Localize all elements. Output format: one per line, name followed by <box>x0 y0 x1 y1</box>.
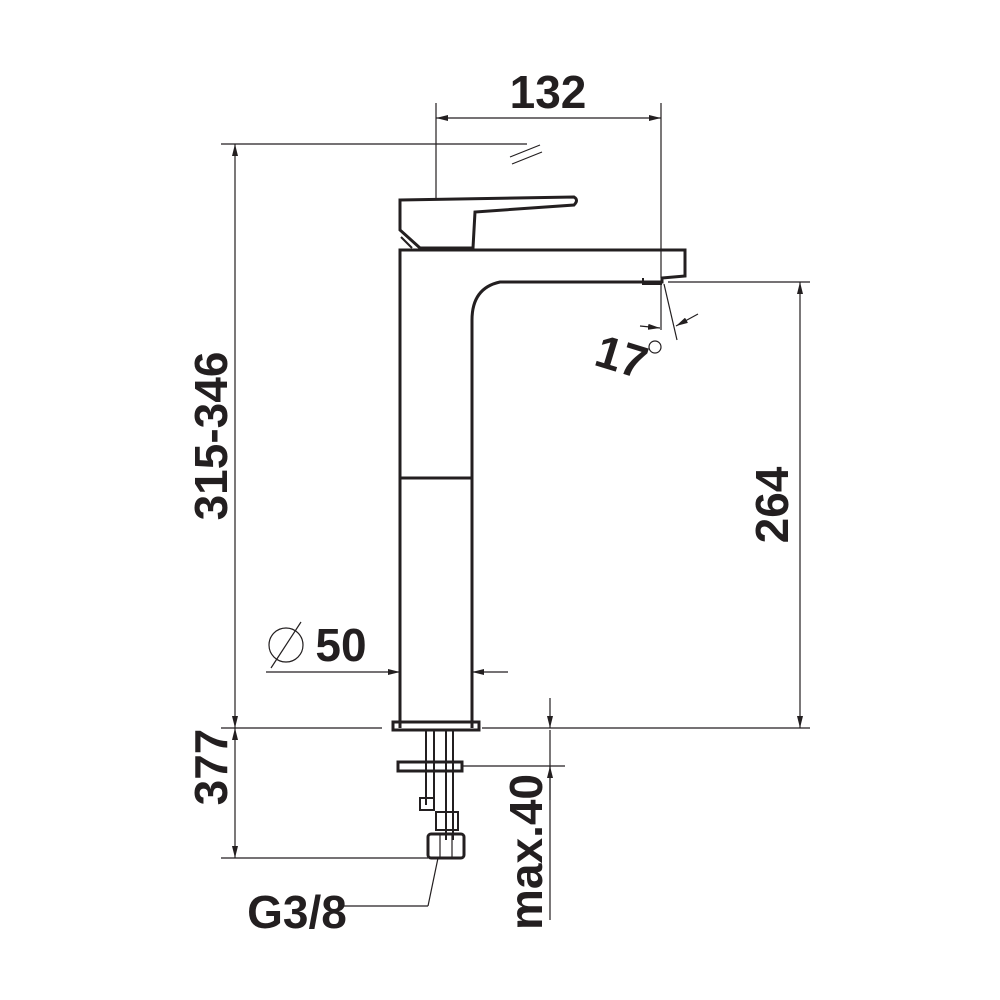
label-spout-reach: 132 <box>510 66 587 118</box>
label-connection-thread: G3/8 <box>247 886 347 938</box>
handle-base <box>400 236 413 249</box>
g38-nut <box>426 832 466 860</box>
dim-outlet-height: 264 <box>668 281 810 728</box>
base-flange <box>391 720 481 732</box>
dim-max-deck: max.40 <box>462 698 565 930</box>
dim-spout-angle: 17 <box>590 283 699 389</box>
label-max-deck: max.40 <box>500 774 552 930</box>
label-outlet-height: 264 <box>746 466 798 543</box>
label-total-height: 315-346 <box>185 352 237 521</box>
dim-hose-length: 377 <box>185 728 428 859</box>
dim-connection-thread: G3/8 <box>247 857 439 938</box>
lever-handle <box>398 195 578 250</box>
aerator <box>642 278 662 285</box>
dim-total-height: 315-346 <box>185 143 543 728</box>
hose-sleeve <box>435 811 459 831</box>
diameter-symbol-icon <box>268 627 304 663</box>
label-hose-length: 377 <box>185 729 237 806</box>
faucet-body <box>391 195 687 860</box>
stud-end <box>419 797 435 811</box>
label-body-diameter: 50 <box>315 619 366 671</box>
dim-spout-reach: 132 <box>435 66 662 278</box>
label-spout-angle: 17 <box>590 324 654 389</box>
degree-symbol <box>648 340 662 354</box>
spout-column <box>398 248 687 728</box>
dim-body-diameter: 50 <box>266 619 508 690</box>
